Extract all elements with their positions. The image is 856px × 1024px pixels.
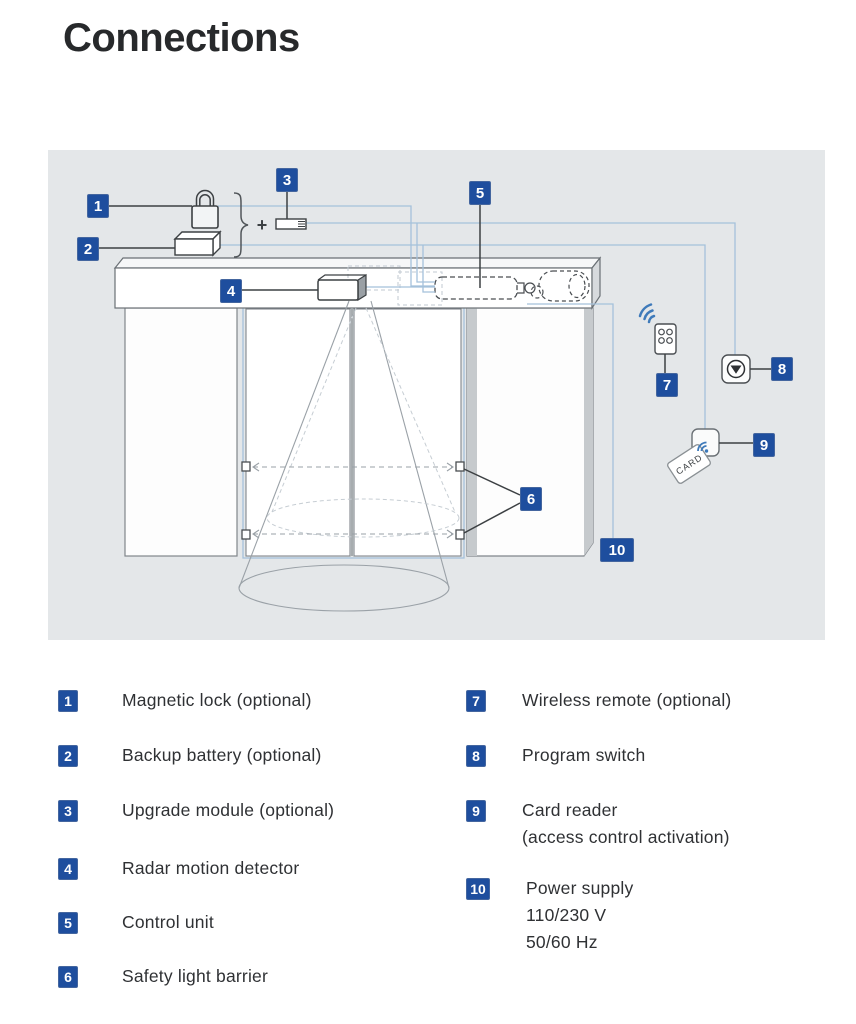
legend-item-safety-light-barrier: 6 Safety light barrier <box>58 966 268 990</box>
legend-label-3: Upgrade module (optional) <box>122 800 335 820</box>
diagram-badge-10: 10 <box>600 538 634 562</box>
diagram-badge-6: 6 <box>520 487 542 511</box>
legend-item-control-unit: 5 Control unit <box>58 912 214 936</box>
legend-label-9: Card reader (access control activation) <box>522 800 730 847</box>
legend-label-6: Safety light barrier <box>122 966 269 986</box>
padlock-icon <box>191 189 219 229</box>
brace <box>233 192 249 258</box>
legend-item-wireless-remote: 7 Wireless remote (optional) <box>466 690 731 714</box>
legend-badge-10: 10 <box>466 878 490 900</box>
wire-program-switch <box>306 222 736 356</box>
legend-label-10: Power supply 110/230 V 50/60 Hz <box>526 878 634 952</box>
detection-cone <box>238 300 460 612</box>
diagram-badge-1: 1 <box>87 194 109 218</box>
motor-outline <box>530 270 590 302</box>
light-barrier-sensor <box>241 461 251 472</box>
wire-power-supply <box>527 303 614 538</box>
plus-sign: + <box>257 215 268 235</box>
left-fixed-panel <box>124 307 238 557</box>
legend-label-7: Wireless remote (optional) <box>522 690 732 710</box>
sliding-door-right <box>353 308 462 557</box>
label-connectors <box>97 191 771 534</box>
legend-badge-7: 7 <box>466 690 486 712</box>
legend-label-1: Magnetic lock (optional) <box>122 690 312 710</box>
connection-wires <box>218 205 736 538</box>
control-unit-outline <box>434 276 536 300</box>
right-panel-left-edge <box>467 308 477 556</box>
diagram-badge-2: 2 <box>77 237 99 261</box>
diagram-badge-7: 7 <box>656 373 678 397</box>
legend-item-card-reader: 9 Card reader (access control activation… <box>466 800 730 851</box>
diagram-badge-9: 9 <box>753 433 775 457</box>
light-barrier-sensor <box>455 529 465 540</box>
diagram-badge-4: 4 <box>220 279 242 303</box>
legend-item-upgrade-module: 3 Upgrade module (optional) <box>58 800 334 824</box>
legend-item-magnetic-lock: 1 Magnetic lock (optional) <box>58 690 312 714</box>
legend-item-backup-battery: 2 Backup battery (optional) <box>58 745 322 769</box>
hidden-modules <box>347 265 443 306</box>
light-barrier-sensor <box>455 461 465 472</box>
right-panel-right-edge <box>584 308 593 556</box>
legend-badge-4: 4 <box>58 858 78 880</box>
page-title: Connections <box>63 16 300 60</box>
legend-badge-1: 1 <box>58 690 78 712</box>
legend-badge-5: 5 <box>58 912 78 934</box>
wire-card-reader <box>219 244 706 432</box>
floor-detection-ellipse <box>238 564 450 612</box>
legend-label-8: Program switch <box>522 745 646 765</box>
legend-badge-6: 6 <box>58 966 78 988</box>
diagram-badge-5: 5 <box>469 181 491 205</box>
legend-item-program-switch: 8 Program switch <box>466 745 645 769</box>
safety-light-barriers <box>241 461 465 540</box>
sliding-door-left <box>245 308 351 557</box>
legend-badge-8: 8 <box>466 745 486 767</box>
diagram-svg: + <box>97 189 771 612</box>
legend-label-4: Radar motion detector <box>122 858 300 878</box>
legend-badge-3: 3 <box>58 800 78 822</box>
light-barrier-sensor <box>241 529 251 540</box>
legend-label-5: Control unit <box>122 912 214 932</box>
backup-battery-icon <box>173 230 222 257</box>
connections-diagram: + <box>48 150 825 640</box>
wire-battery-branch <box>422 245 435 293</box>
legend-label-2: Backup battery (optional) <box>122 745 322 765</box>
legend-badge-9: 9 <box>466 800 486 822</box>
inner-detection-ellipse <box>266 498 460 538</box>
legend-item-radar-motion-detector: 4 Radar motion detector <box>58 858 299 882</box>
wire-module-branch <box>416 223 435 283</box>
upgrade-module-icon <box>275 218 307 230</box>
diagram-badge-3: 3 <box>276 168 298 192</box>
legend-item-power-supply: 10 Power supply 110/230 V 50/60 Hz <box>466 878 633 956</box>
legend-badge-2: 2 <box>58 745 78 767</box>
wifi-waves-icon <box>638 303 656 324</box>
diagram-badge-8: 8 <box>771 357 793 381</box>
door-assembly <box>124 305 594 559</box>
rfid-waves-icon <box>697 441 709 453</box>
